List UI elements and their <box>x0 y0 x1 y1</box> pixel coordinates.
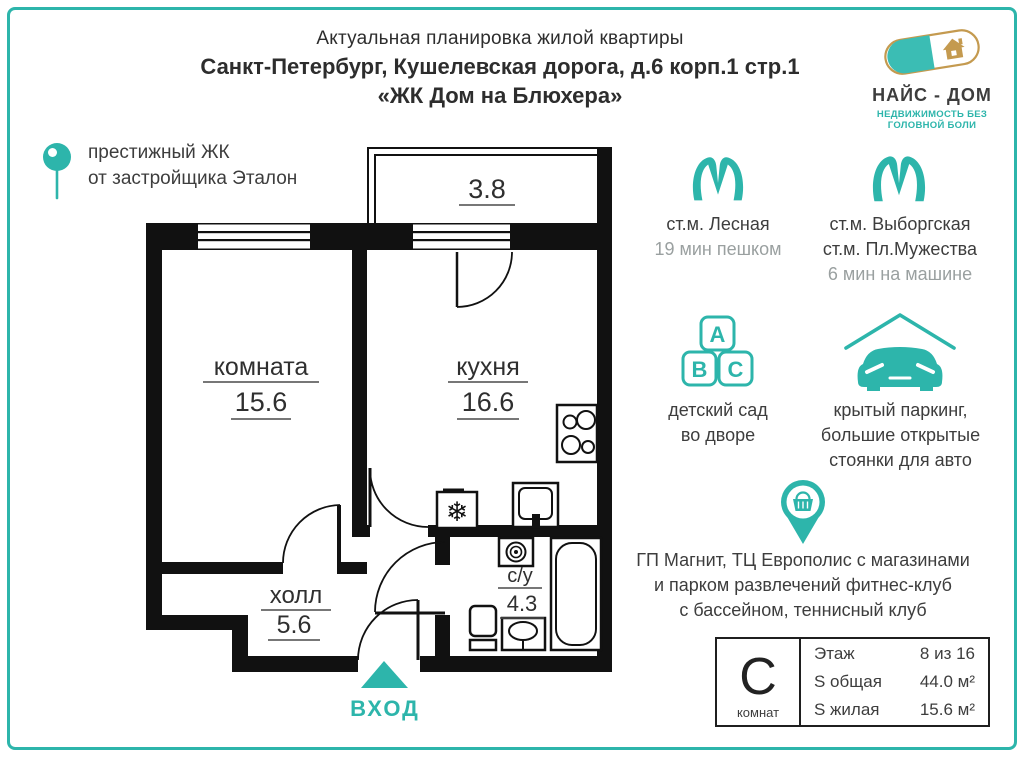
feature-metro-lesnaya: ст.м. Лесная 19 мин пешком <box>618 212 818 262</box>
covered-parking-icon <box>844 313 956 391</box>
room-area: 5.6 <box>277 611 312 639</box>
feature-line: ст.м. Выборгская <box>829 214 971 234</box>
header-address: Санкт-Петербург, Кушелевская дорога, д.6… <box>200 54 800 79</box>
feature-metro-vyborgskaya: ст.м. Выборгская ст.м. Пл.Мужества 6 мин… <box>795 212 1005 287</box>
room-area: 16.6 <box>462 387 515 417</box>
window-kitchen <box>413 224 510 249</box>
header-subtitle: Актуальная планировка жилой квартиры <box>316 28 684 49</box>
shopping-basket-pin-icon <box>781 480 825 544</box>
info-row: S общая 44.0 м² <box>814 668 975 696</box>
room-label: с/у <box>507 565 533 587</box>
room-area: 4.3 <box>507 591 538 616</box>
bathroom-door-arc <box>374 541 446 613</box>
feature-note: 19 мин пешком <box>654 239 782 259</box>
info-label: S общая <box>814 672 882 691</box>
metro-icon <box>692 157 744 201</box>
toilet-icon <box>468 604 498 652</box>
balcony-area: 3.8 <box>468 174 506 204</box>
rooms-letter: С <box>739 648 777 706</box>
balcony-glazing <box>367 147 601 223</box>
metro-icon <box>872 156 926 202</box>
entrance-label: ВХОД <box>350 696 420 721</box>
entrance-arrow-icon <box>361 661 408 688</box>
rooms-label: комнат <box>736 705 780 720</box>
info-row: Этаж 8 из 16 <box>814 640 975 668</box>
info-value: 15.6 м² <box>919 700 975 719</box>
kitchen-door-arc <box>369 467 429 528</box>
feature-shopping: ГП Магнит, ТЦ Европолис с магазинами и п… <box>630 548 976 623</box>
fridge-icon: ❄ <box>435 488 479 530</box>
feature-line: стоянки для авто <box>829 450 972 470</box>
info-rows: Этаж 8 из 16 S общая 44.0 м² S жилая 15.… <box>801 639 988 725</box>
feature-line: ст.м. Пл.Мужества <box>822 239 978 259</box>
abc-blocks-icon: A B C <box>681 315 754 387</box>
rooms-cell: С комнат <box>717 639 801 725</box>
highlight-line1: престижный ЖК <box>88 142 230 163</box>
feature-line: большие открытые <box>820 425 981 445</box>
info-row: S жилая 15.6 м² <box>814 696 975 724</box>
map-pin-icon <box>43 143 71 200</box>
room-label: холл <box>270 582 323 609</box>
doors <box>282 251 513 661</box>
info-value: 8 из 16 <box>919 644 975 663</box>
apartment-info-box: С комнат Этаж 8 из 16 S общая 44.0 м² S … <box>715 637 990 727</box>
entrance-marker: ВХОД <box>350 661 420 721</box>
room-labels: комната 15.6 кухня 16.6 холл 5.6 с/у 4.3… <box>214 174 538 639</box>
svg-text:C: C <box>728 357 744 382</box>
highlight-text: престижный ЖК от застройщика Эталон <box>88 140 368 192</box>
window-room <box>198 224 310 249</box>
stove-icon <box>555 403 599 464</box>
info-value: 44.0 м² <box>919 672 975 691</box>
label-underlines <box>203 204 544 641</box>
feature-line: ст.м. Лесная <box>666 214 770 234</box>
feature-line: во дворе <box>680 425 756 445</box>
svg-text:A: A <box>710 322 726 347</box>
washing-machine-icon <box>497 536 535 568</box>
room-area: 15.6 <box>235 387 288 417</box>
feature-line: ГП Магнит, ТЦ Европолис с магазинами <box>636 550 970 570</box>
agency-logo: НАЙС - ДОМ НЕДВИЖИМОСТЬ БЕЗ ГОЛОВНОЙ БОЛ… <box>848 26 1016 131</box>
feature-parking: крытый паркинг, большие открытые стоянки… <box>798 398 1003 473</box>
info-label: S жилая <box>814 700 880 719</box>
room-label: кухня <box>456 353 520 381</box>
pill-house-icon <box>884 29 980 75</box>
logo-tagline: НЕДВИЖИМОСТЬ БЕЗ ГОЛОВНОЙ БОЛИ <box>876 109 988 131</box>
balcony-door-arc <box>456 251 513 308</box>
kitchen-sink-icon <box>511 481 560 529</box>
fixtures: ❄ <box>435 403 603 652</box>
highlight-line2: от застройщика Эталон <box>88 168 298 189</box>
svg-text:B: B <box>692 357 708 382</box>
feature-line: крытый паркинг, <box>833 400 968 420</box>
room-label: комната <box>214 353 309 381</box>
feature-line: с бассейном, теннисный клуб <box>679 600 927 620</box>
bathroom-sink-icon <box>500 616 547 652</box>
feature-line: и парком развлечений фитнес-клуб <box>653 575 952 595</box>
svg-text:❄: ❄ <box>446 497 469 527</box>
room-door-arc <box>282 504 341 564</box>
page-header: Актуальная планировка жилой квартиры Сан… <box>150 28 850 109</box>
feature-note: 6 мин на машине <box>827 264 973 284</box>
header-complex-name: «ЖК Дом на Блюхера» <box>377 83 623 108</box>
bathtub-icon <box>549 536 603 652</box>
feature-line: детский сад <box>668 400 768 420</box>
logo-name: НАЙС - ДОМ <box>872 85 992 105</box>
info-label: Этаж <box>814 644 855 663</box>
feature-kindergarten: детский сад во дворе <box>628 398 808 448</box>
entrance-door-arc <box>357 599 419 661</box>
